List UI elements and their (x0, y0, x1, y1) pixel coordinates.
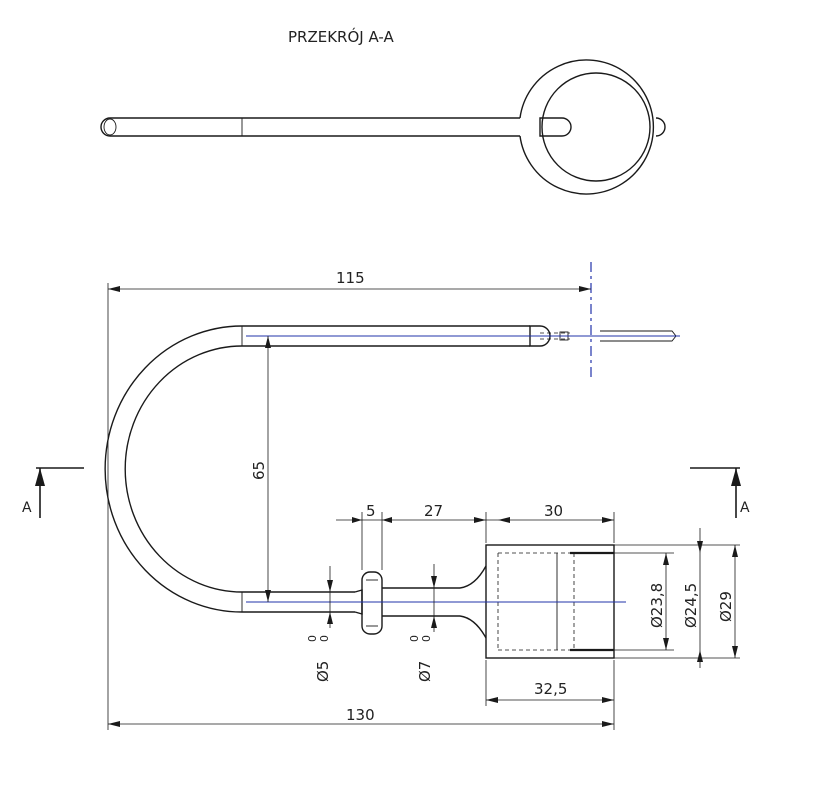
section-marker-right: A (690, 467, 750, 518)
svg-text:0: 0 (318, 635, 331, 642)
svg-text:30: 30 (544, 502, 563, 520)
section-view (100, 59, 666, 195)
section-marker-left-label: A (22, 500, 32, 516)
svg-text:130: 130 (346, 706, 375, 724)
svg-text:Ø23,8: Ø23,8 (648, 583, 666, 628)
main-view (104, 262, 680, 659)
svg-text:65: 65 (250, 461, 268, 480)
section-marker-left: A (22, 467, 84, 518)
dimension-dia-5: Ø5 0 0 (306, 566, 333, 682)
svg-text:Ø29: Ø29 (717, 591, 735, 622)
dimension-65: 65 (250, 336, 271, 602)
svg-text:5: 5 (366, 502, 376, 520)
svg-text:Ø7: Ø7 (416, 661, 434, 682)
svg-text:27: 27 (424, 502, 443, 520)
dimension-5-27: 5 27 (336, 502, 487, 570)
svg-text:Ø5: Ø5 (314, 661, 332, 682)
dimension-115: 115 (107, 269, 591, 730)
dimension-30: 30 (486, 502, 615, 543)
svg-text:0: 0 (408, 635, 421, 642)
section-title: PRZEKRÓJ A-A (288, 27, 394, 46)
dimension-32-5: 32,5 (485, 660, 615, 706)
dimension-dia-7: Ø7 0 0 (408, 564, 437, 682)
svg-text:32,5: 32,5 (534, 680, 567, 698)
svg-text:0: 0 (420, 635, 433, 642)
dimension-diameters-head: Ø23,8 Ø24,5 Ø29 (614, 528, 740, 668)
dimension-130: 130 (108, 706, 615, 730)
section-marker-right-label: A (740, 500, 750, 516)
svg-text:115: 115 (336, 269, 365, 287)
svg-text:0: 0 (306, 635, 319, 642)
svg-text:Ø24,5: Ø24,5 (682, 583, 700, 628)
